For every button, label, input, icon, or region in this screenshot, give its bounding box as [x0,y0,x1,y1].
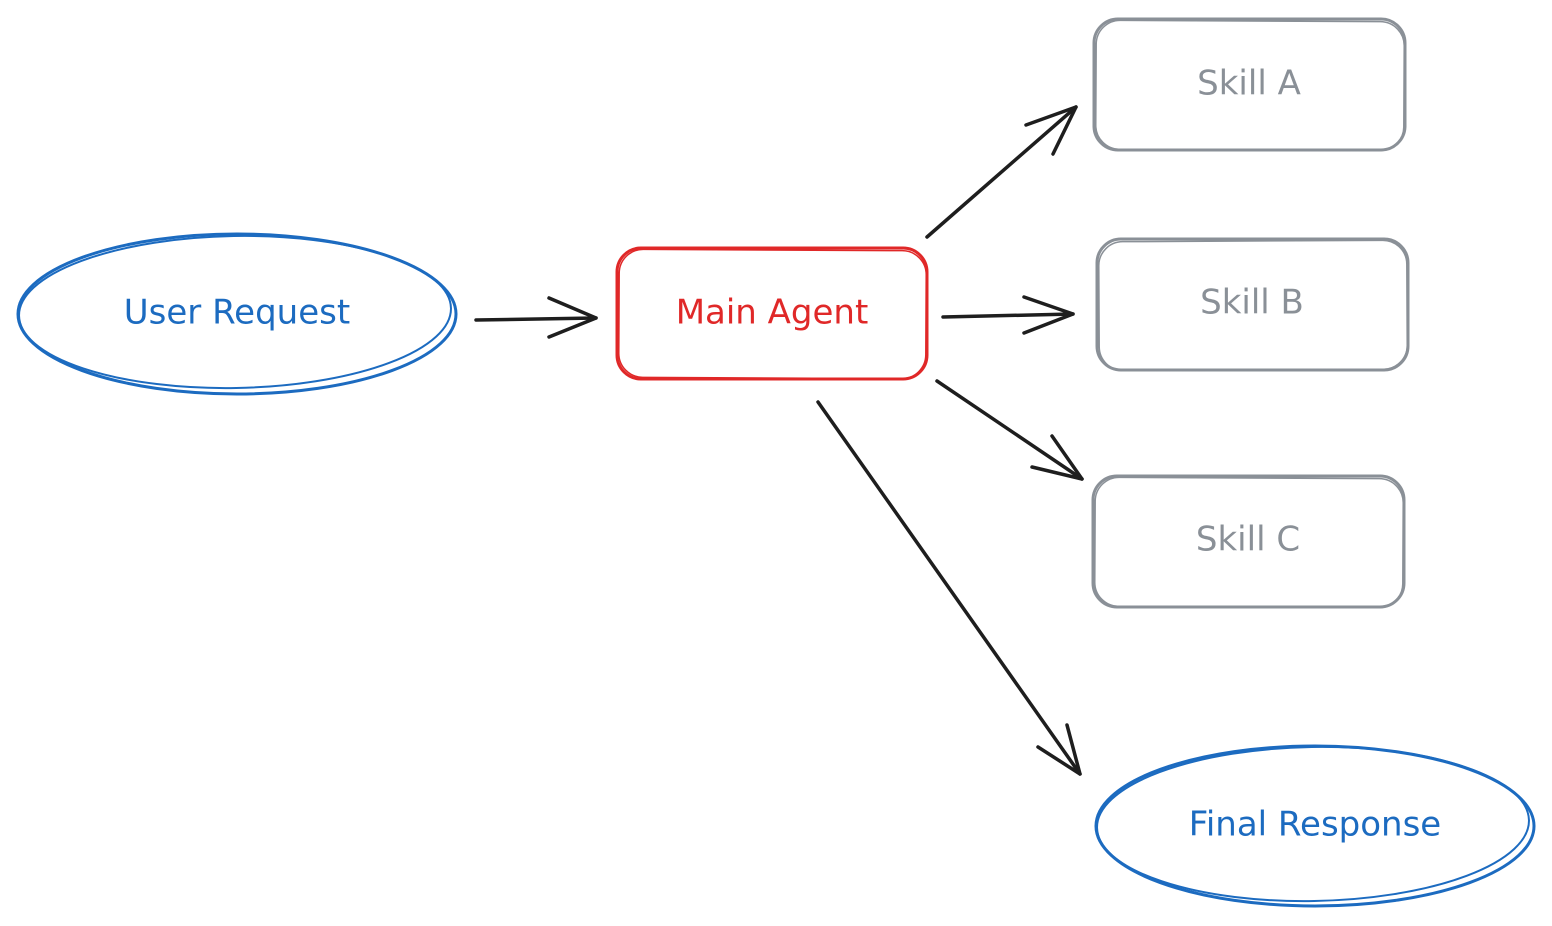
edge-agent-to-final-response [816,400,1082,776]
user-request-node[interactable]: User Request [16,232,458,396]
edge-agent-to-skill-b [941,295,1075,335]
skill-a-outline-sketch [1095,19,1405,152]
skill-c-node[interactable]: Skill C [1091,474,1406,609]
main-agent-node[interactable]: Main Agent [615,246,929,381]
main-agent-outline-sketch [618,248,927,380]
final-response-node[interactable]: Final Response [1094,743,1536,908]
skill-c-label: Skill C [1196,520,1300,560]
user-request-outline [16,232,458,396]
edge-user-to-agent-arrowhead [547,296,598,339]
edge-agent-to-skill-a-line [925,105,1078,239]
skill-c-outline-sketch [1094,476,1404,609]
edge-agent-to-skill-c-arrowhead [1030,434,1084,481]
edge-agent-to-skill-a [925,105,1078,239]
skill-a-node[interactable]: Skill A [1092,17,1407,152]
final-response-outline-sketch [1096,745,1530,903]
edge-agent-to-final-response-arrowhead [1036,723,1082,776]
user-request-label: User Request [124,293,350,333]
edge-user-to-agent-line [474,316,598,322]
main-agent-outline [615,246,929,381]
user-request-outline-sketch [18,234,452,390]
skill-a-label: Skill A [1197,64,1301,104]
main-agent-label: Main Agent [676,293,869,333]
final-response-label: Final Response [1189,805,1441,845]
skill-b-node[interactable]: Skill B [1095,237,1410,372]
edge-agent-to-final-response-line [816,400,1082,776]
edge-agent-to-skill-c [935,379,1084,481]
edge-agent-to-skill-a-arrowhead [1024,105,1078,156]
skill-b-outline-sketch [1098,239,1408,372]
edge-user-to-agent [474,296,598,339]
edge-agent-to-skill-b-line [941,312,1075,319]
edge-agent-to-skill-c-line [935,379,1084,481]
edge-agent-to-skill-b-arrowhead [1022,295,1075,335]
skill-b-label: Skill B [1200,283,1304,323]
